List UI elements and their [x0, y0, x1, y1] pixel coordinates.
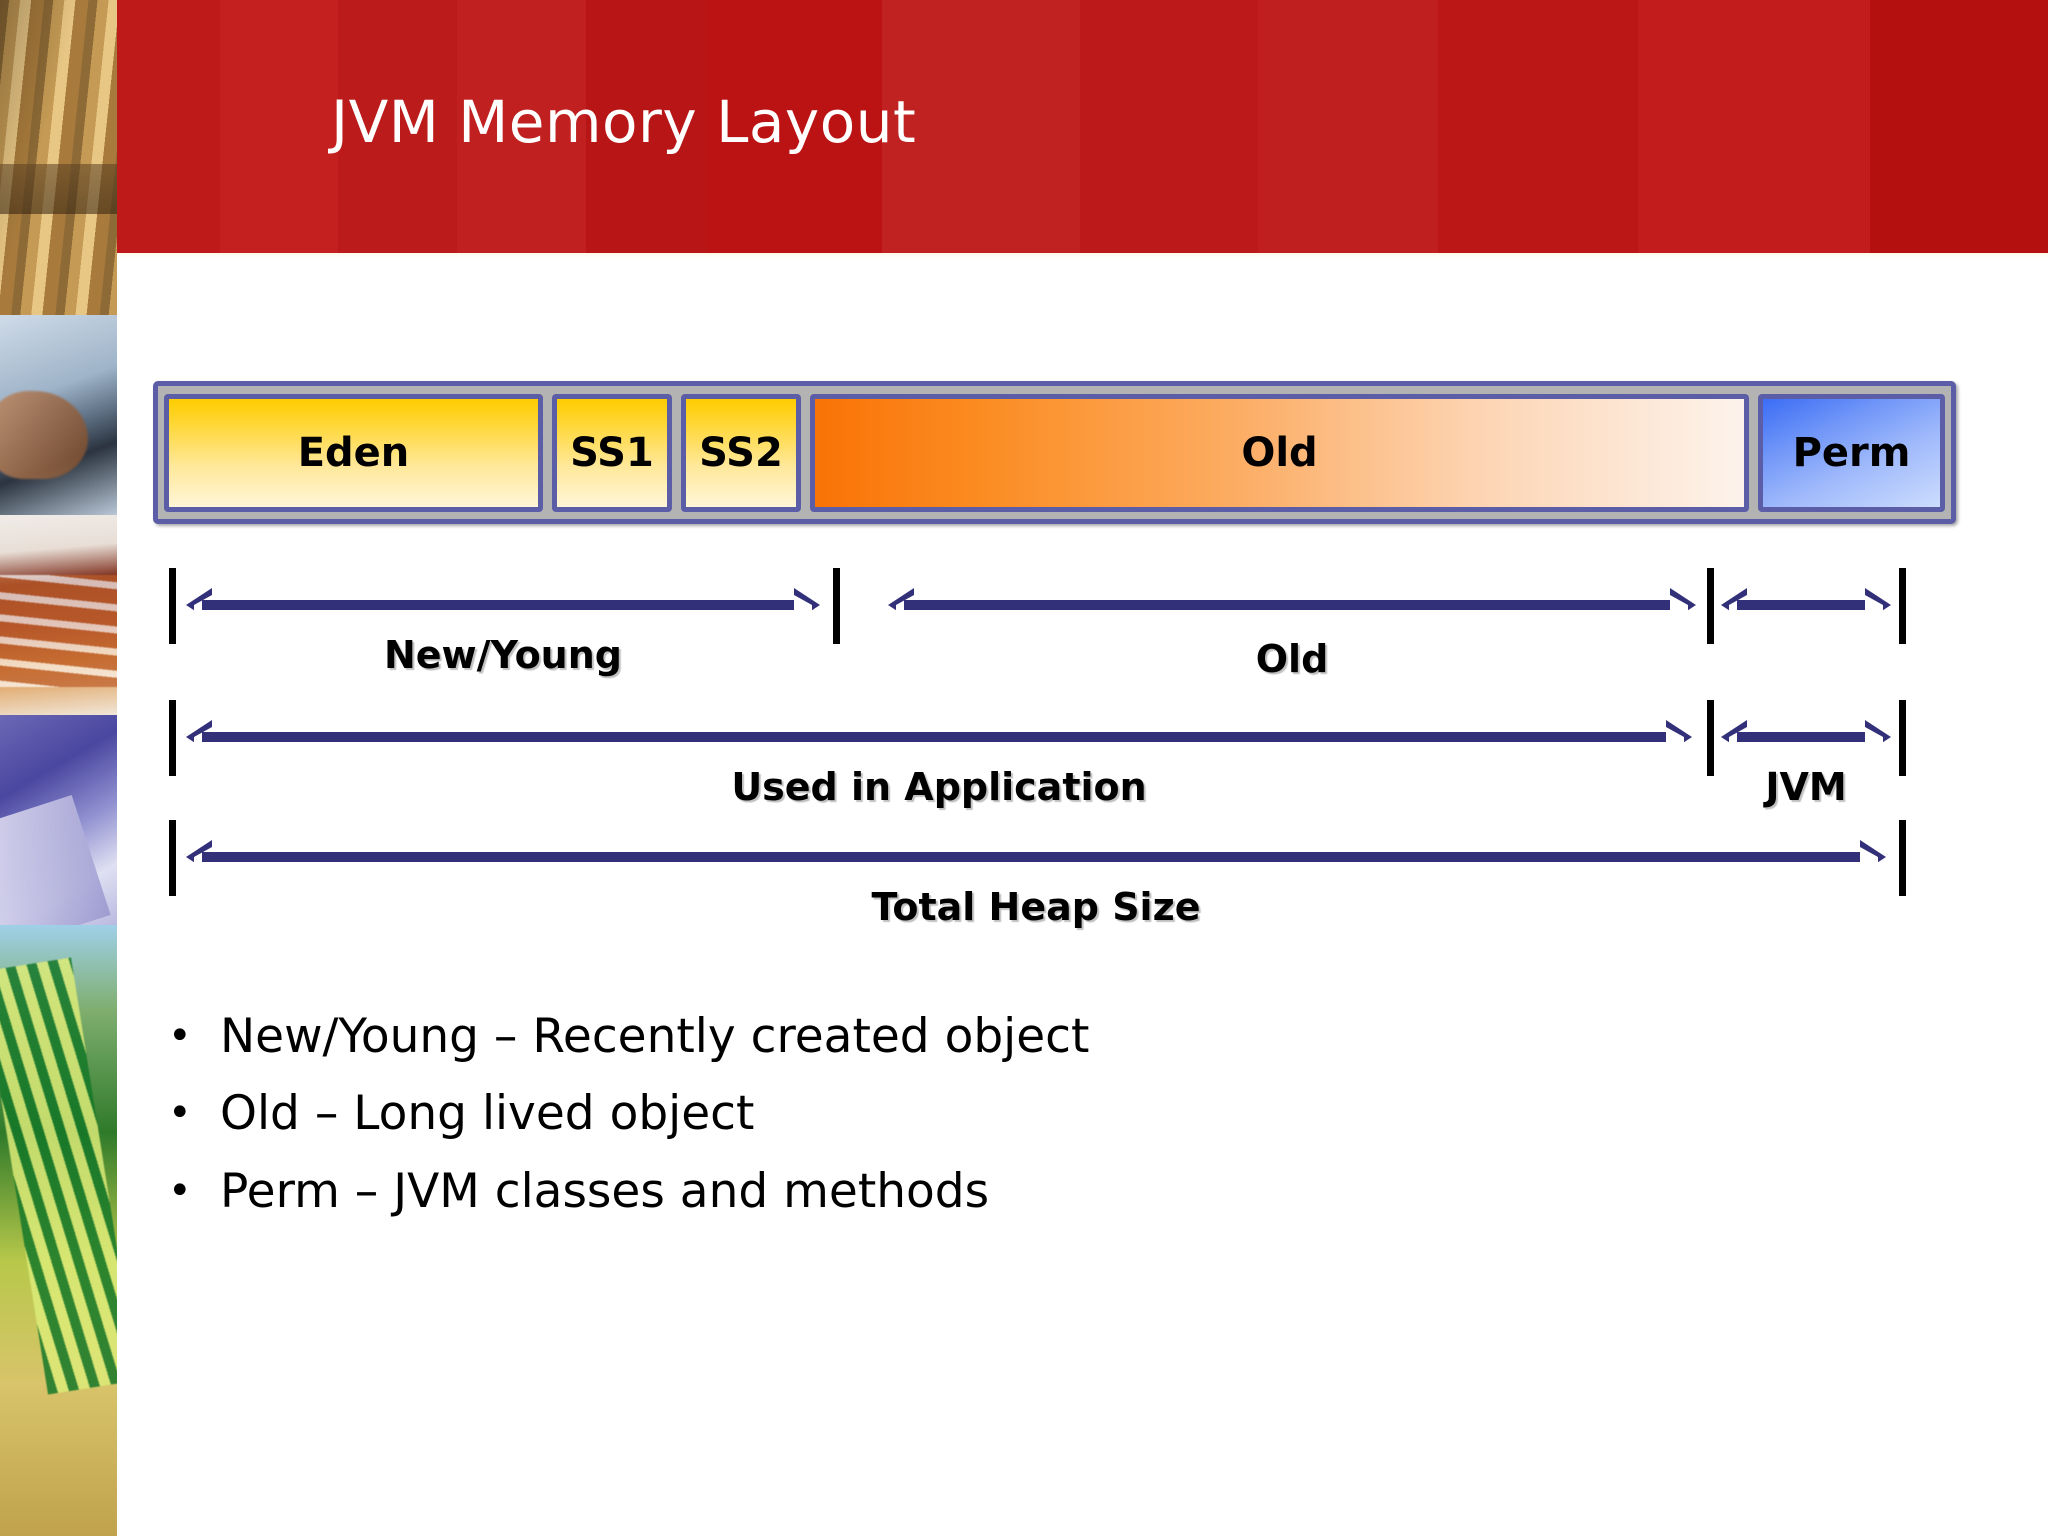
- memory-cell-ss2: SS2: [681, 393, 801, 512]
- dimension-tick: [1899, 568, 1906, 644]
- memory-cell-label: Old: [1241, 429, 1318, 476]
- arrow-head-right-icon: [1865, 720, 1891, 767]
- dimension-row-total-heap-size: Total Heap Size: [0, 820, 2048, 940]
- dimension-label-jvm: JVM: [1765, 765, 1847, 809]
- dimension-label-used-in-application: Used in Application: [731, 765, 1147, 809]
- bullet-marker-icon: •: [168, 1013, 192, 1059]
- dimension-tick: [169, 700, 176, 776]
- dimension-label-new-young: New/Young: [383, 633, 622, 677]
- list-item: • Perm – JVM classes and methods: [168, 1163, 1668, 1220]
- memory-cell-label: SS2: [699, 429, 783, 476]
- header-band: [220, 0, 338, 253]
- dimension-arrow-jvm: [1721, 720, 1891, 767]
- person-in-jeans-photo: [0, 715, 117, 925]
- dimension-arrow-total-heap-size: [186, 840, 1886, 887]
- arrow-head-right-icon: [794, 588, 820, 635]
- memory-cell-eden: Eden: [164, 393, 543, 512]
- memory-cell-label: Perm: [1792, 429, 1911, 476]
- slide-header-banner: JVM Memory Layout: [117, 0, 2048, 253]
- dimension-tick: [1707, 568, 1714, 644]
- dimension-arrow-used-in-application: [186, 720, 1692, 767]
- dimension-tick: [833, 568, 840, 644]
- list-item-text: New/Young – Recently created object: [220, 1009, 1090, 1064]
- dimension-tick: [169, 820, 176, 896]
- warehouse-pallets-photo: [0, 0, 117, 315]
- bullet-marker-icon: •: [168, 1090, 192, 1137]
- memory-cell-label: SS1: [570, 429, 654, 476]
- page-title: JVM Memory Layout: [331, 88, 917, 156]
- dimension-tick: [1899, 700, 1906, 776]
- arrow-shaft: [904, 600, 1680, 610]
- dimension-label-total-heap-size: Total Heap Size: [871, 885, 1201, 929]
- arrow-head-right-icon: [1666, 720, 1692, 767]
- header-band: [338, 0, 457, 253]
- laboratory-test-tubes-photo: [0, 925, 117, 1536]
- list-item: • New/Young – Recently created object: [168, 1008, 1668, 1065]
- dimension-arrow-old: [888, 588, 1696, 635]
- dimension-label-old: Old: [1255, 637, 1329, 681]
- header-band: [586, 0, 707, 253]
- arrow-head-right-icon: [1860, 840, 1886, 887]
- memory-cell-ss1: SS1: [552, 393, 672, 512]
- arrow-shaft: [202, 852, 1870, 862]
- arrow-shaft: [1737, 732, 1875, 742]
- list-item: • Old – Long lived object: [168, 1085, 1668, 1142]
- header-band: [1870, 0, 2048, 253]
- bullet-list: • New/Young – Recently created object • …: [168, 1008, 1668, 1240]
- memory-cell-perm: Perm: [1758, 393, 1945, 512]
- dimension-tick: [1707, 700, 1714, 776]
- pills-capsules-photo: [0, 515, 117, 715]
- header-band: [117, 0, 220, 253]
- hand-on-steering-wheel-photo: [0, 315, 117, 515]
- dimension-tick: [169, 568, 176, 644]
- header-band: [457, 0, 586, 253]
- dimension-row-new-young-old-perm: New/Young Old: [0, 568, 2048, 688]
- header-band: [707, 0, 882, 253]
- arrow-shaft: [202, 732, 1676, 742]
- header-band: [882, 0, 1080, 253]
- header-band: [1258, 0, 1438, 253]
- list-item-text: Old – Long lived object: [220, 1086, 755, 1142]
- jvm-memory-bar: Eden SS1 SS2 Old Perm: [153, 381, 1956, 524]
- arrow-head-right-icon: [1865, 588, 1891, 635]
- arrow-shaft: [202, 600, 804, 610]
- memory-cell-old: Old: [810, 393, 1749, 512]
- arrow-head-right-icon: [1670, 588, 1696, 635]
- dimension-row-used-in-application-jvm: Used in Application JVM: [0, 700, 2048, 820]
- dimension-arrow-new-young: [186, 588, 820, 635]
- left-photo-strip: [0, 0, 117, 1536]
- dimension-tick: [1899, 820, 1906, 896]
- memory-cell-label: Eden: [297, 429, 410, 476]
- header-band: [1638, 0, 1870, 253]
- list-item-text: Perm – JVM classes and methods: [220, 1163, 990, 1219]
- header-band: [1080, 0, 1258, 253]
- arrow-shaft: [1737, 600, 1875, 610]
- dimension-arrow-perm: [1721, 588, 1891, 635]
- header-band: [1438, 0, 1638, 253]
- bullet-marker-icon: •: [168, 1167, 192, 1214]
- header-underline: [117, 253, 2048, 258]
